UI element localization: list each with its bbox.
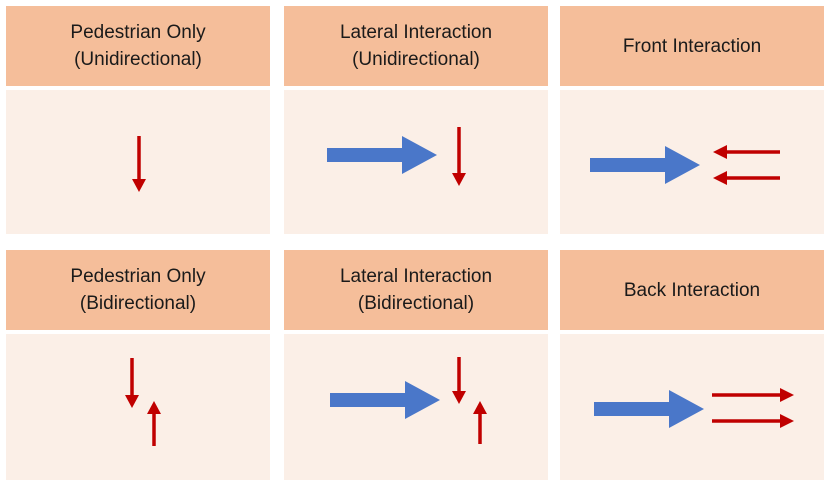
- pedestrian-arrow-down: [452, 357, 466, 404]
- panel-header: Pedestrian Only (Bidirectional): [6, 250, 270, 330]
- panel-header: Lateral Interaction (Bidirectional): [284, 250, 548, 330]
- panel-title-line1: Pedestrian Only: [70, 22, 206, 43]
- pedestrian-arrow-up: [473, 401, 487, 444]
- panel-lateral-interaction-unidirectional: Lateral Interaction (Unidirectional): [284, 6, 548, 234]
- pedestrian-arrow-right: [712, 388, 794, 402]
- panel-header: Lateral Interaction (Unidirectional): [284, 6, 548, 86]
- panel-body: [6, 90, 270, 234]
- panel-body: [284, 90, 548, 234]
- pedestrian-arrow-down: [452, 127, 466, 186]
- panel-title-line2: (Unidirectional): [74, 49, 202, 70]
- vehicle-arrow-right: [590, 146, 700, 184]
- panel-body: [560, 334, 824, 480]
- panel-front-interaction: Front Interaction: [560, 6, 824, 234]
- panel-body: [6, 334, 270, 480]
- pedestrian-arrow-right: [712, 414, 794, 428]
- panel-pedestrian-only-unidirectional: Pedestrian Only (Unidirectional): [6, 6, 270, 234]
- panel-header: Pedestrian Only (Unidirectional): [6, 6, 270, 86]
- panel-title-line2: (Bidirectional): [357, 293, 475, 314]
- pedestrian-arrow-left: [713, 171, 780, 185]
- panel-title-line1: Pedestrian Only: [70, 266, 206, 287]
- panel-pedestrian-only-bidirectional: Pedestrian Only (Bidirectional): [6, 250, 270, 480]
- diagram-area: [125, 358, 161, 446]
- vehicle-arrow-right: [594, 390, 704, 428]
- pedestrian-arrow-up: [147, 401, 161, 446]
- pedestrian-arrow-down: [125, 358, 139, 408]
- panel-title-line1: Back Interaction: [623, 279, 761, 301]
- panel-header: Front Interaction: [560, 6, 824, 86]
- vehicle-arrow-right: [327, 136, 437, 174]
- diagram-area: [590, 145, 780, 185]
- panel-body: [284, 334, 548, 480]
- diagram-area: [327, 127, 466, 186]
- pedestrian-arrow-left: [713, 145, 780, 159]
- diagram-area: [330, 357, 487, 444]
- panel-title-line1: Front Interaction: [622, 35, 762, 57]
- panel-back-interaction: Back Interaction: [560, 250, 824, 480]
- panel-title-line1: Lateral Interaction: [339, 266, 493, 287]
- panel-body: [560, 90, 824, 234]
- pedestrian-arrow-down: [132, 136, 146, 192]
- diagram-area: [132, 136, 146, 192]
- panel-title-line2: (Bidirectional): [79, 293, 197, 314]
- panel-lateral-interaction-bidirectional: Lateral Interaction (Bidirectional): [284, 250, 548, 480]
- vehicle-arrow-right: [330, 381, 440, 419]
- panel-title-line2: (Unidirectional): [352, 49, 480, 70]
- diagram-area: [594, 388, 794, 428]
- panel-title-line1: Lateral Interaction: [339, 22, 493, 43]
- panel-header: Back Interaction: [560, 250, 824, 330]
